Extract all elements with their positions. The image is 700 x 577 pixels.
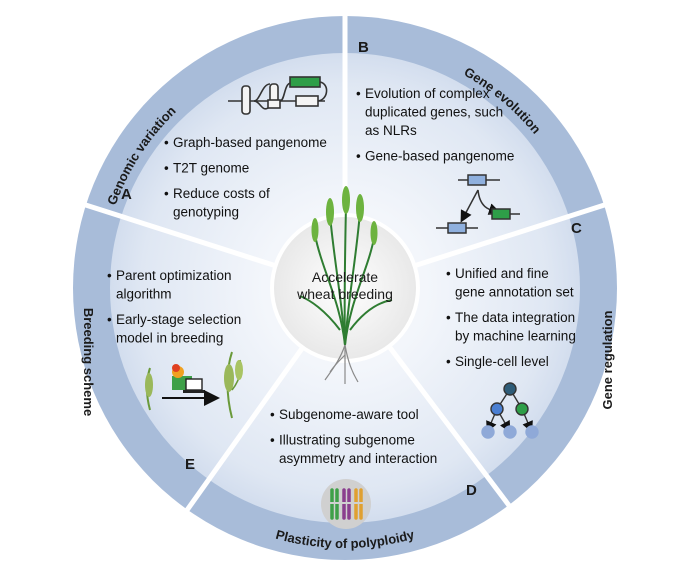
bullets-gene-evolution: • Evolution of complex duplicated genes, s… [356,86,514,164]
center-title-line-1: Accelerate [312,269,378,285]
bullet-dot: • [446,354,451,369]
bullets-plasticity-of-polyploidy: • Subgenome-aware tool • Illustrating subge… [270,407,437,466]
center-title-line-2: wheat breeding [296,286,393,302]
breeding-pipeline-icon [145,351,243,419]
pangenome-graph-icon [228,76,328,115]
bullet-text: Illustrating subgenome [279,433,415,448]
bullet-text: duplicated genes, such [365,105,503,120]
bullets-genomic-variation: • Graph-based pangenome • T2T genome • Reduce… [164,135,327,220]
section-letter-e: E [185,456,195,473]
bullet-text: Evolution of complex [365,86,490,101]
bullet-text: Early-stage selection [116,312,241,327]
bullet-text: Gene-based pangenome [365,149,514,164]
bullet-text: algorithm [116,287,172,302]
bullet-text: genotyping [173,205,239,220]
bullet-dot: • [270,407,275,422]
bullet-dot: • [164,135,169,150]
wheat-plant-icon [299,186,393,384]
gene-duplication-icon [436,174,520,234]
bullet-dot: • [446,310,451,325]
bullet-dot: • [164,161,169,176]
bullets-breeding-scheme: • Parent optimization algorithm • Early-stag… [107,268,241,346]
bullet-dot: • [164,186,169,201]
bullet-dot: • [356,86,361,101]
bullet-text: Single-cell level [455,354,549,369]
bullets-gene-regulation: • Unified and fine gene annotation set • The… [446,266,576,369]
bullet-text: as NLRs [365,123,417,138]
regulatory-network-icon [481,382,539,439]
ring-label-gene-regulation: Gene regulation [600,310,615,409]
bullet-dot: • [446,266,451,281]
bullet-text: by machine learning [455,329,576,344]
bullet-text: asymmetry and interaction [279,451,437,466]
bullet-dot: • [356,149,361,164]
bullet-text: Reduce costs of [173,186,270,201]
bullet-text: The data integration [455,310,575,325]
chromosome-set-icon [321,479,371,529]
ring-label-breeding-scheme: Breeding scheme [81,308,96,416]
bullet-text: gene annotation set [455,285,574,300]
section-letter-b: B [358,39,369,56]
bullet-text: model in breeding [116,331,223,346]
bullet-text: Parent optimization [116,268,232,283]
bullet-text: Subgenome-aware tool [279,407,419,422]
bullet-text: Graph-based pangenome [173,135,327,150]
bullet-dot: • [107,312,112,327]
bullet-text: Unified and fine [455,266,549,281]
bullet-dot: • [270,433,275,448]
section-letter-d: D [466,482,477,499]
section-letter-a: A [121,186,132,203]
bullet-text: T2T genome [173,161,249,176]
section-letter-c: C [571,220,582,237]
bullet-dot: • [107,268,112,283]
